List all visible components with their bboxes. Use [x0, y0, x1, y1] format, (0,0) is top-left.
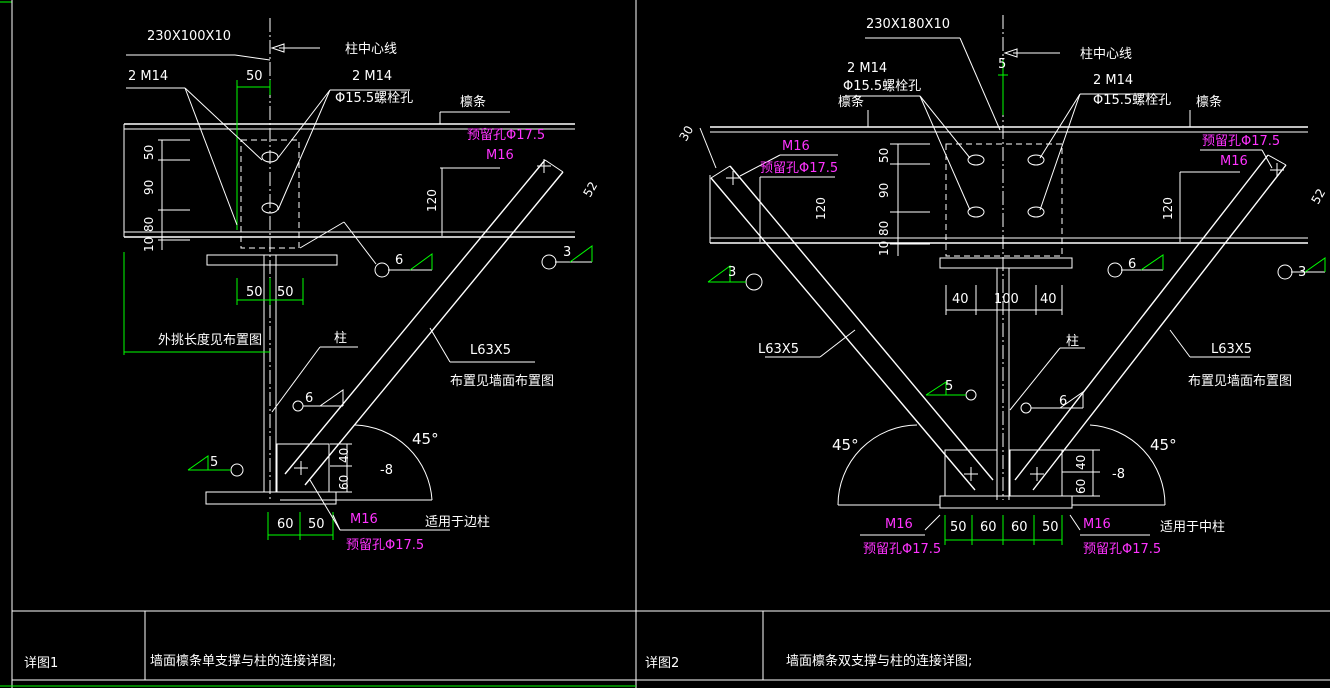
detail-2	[699, 15, 1326, 545]
d2-dim-v40: 40	[1074, 455, 1088, 470]
d2-purlin-right: 檩条	[1196, 94, 1222, 110]
d2-bolts-right: 2 M14	[1093, 73, 1133, 88]
d2-m16-right: M16	[1220, 154, 1248, 169]
d2-dim-v90: 90	[877, 183, 891, 198]
d1-dim-b50c: 50	[308, 517, 325, 532]
d1-dim-v50: 50	[142, 145, 156, 160]
d1-dim-b60: 60	[277, 517, 294, 532]
d2-dim-30: 30	[676, 123, 696, 143]
d1-weld-6b: 6	[305, 391, 313, 406]
d2-dim-5: 5	[998, 57, 1006, 72]
d1-plate-label: 230X100X10	[147, 29, 231, 44]
d2-dim-v60: 60	[1074, 479, 1088, 494]
d1-center-line-label: 柱中心线	[345, 42, 397, 57]
d2-dim-v10: 10	[877, 241, 891, 256]
d2-weld-6: 6	[1128, 257, 1136, 272]
d2-reserved-right: 预留孔Φ17.5	[1202, 134, 1280, 149]
d2-dim-v52: 52	[1308, 186, 1328, 206]
d2-plate-label: 230X180X10	[866, 17, 950, 32]
d2-angle-right: 45°	[1150, 436, 1177, 454]
d2-layout-note: 布置见墙面布置图	[1188, 374, 1292, 389]
d2-weld-3-right: 3	[1298, 265, 1306, 280]
d2-reserved-left: 预留孔Φ17.5	[760, 161, 838, 176]
d2-weld-3-left: 3	[728, 265, 736, 280]
d2-weld-5: 5	[945, 379, 953, 394]
d1-dim-v90: 90	[142, 180, 156, 195]
d2-m16-left: M16	[782, 139, 810, 154]
d1-bolts-left: 2 M14	[128, 69, 168, 84]
d2-dim-v50: 50	[877, 148, 891, 163]
d2-weld-6b: 6	[1059, 394, 1067, 409]
d2-angle-steel-left: L63X5	[758, 342, 799, 357]
d2-bolt-hole-left: Φ15.5螺栓孔	[843, 79, 921, 94]
d2-angle-left: 45°	[832, 436, 859, 454]
title-detail2-number: 详图2	[645, 656, 679, 671]
d2-reserved-bottom-right: 预留孔Φ17.5	[1083, 542, 1161, 557]
d1-m16-bottom: M16	[350, 512, 378, 527]
d1-reserved-bottom: 预留孔Φ17.5	[346, 538, 424, 553]
d1-m16: M16	[486, 148, 514, 163]
d2-column-label: 柱	[1066, 334, 1079, 349]
d1-weld-5: 5	[210, 455, 218, 470]
d1-dim-50-top: 50	[246, 69, 263, 84]
d2-bolt-hole-right: Φ15.5螺栓孔	[1093, 93, 1171, 108]
d1-reserved-hole: 预留孔Φ17.5	[467, 128, 545, 143]
d1-dim-v60: 60	[337, 475, 351, 490]
d2-dim-v120a: 120	[814, 197, 828, 220]
d2-mid-column-note: 适用于中柱	[1160, 520, 1225, 535]
d1-bolts-right: 2 M14	[352, 69, 392, 84]
d2-angle-steel-right: L63X5	[1211, 342, 1252, 357]
d1-weld-3: 3	[563, 245, 571, 260]
title-detail1-description: 墙面檩条单支撑与柱的连接详图;	[150, 653, 336, 669]
d1-purlin-label: 檩条	[460, 94, 486, 110]
d2-thickness: -8	[1112, 467, 1125, 482]
d2-purlin-left: 檩条	[838, 94, 864, 110]
d1-dim-v52: 52	[580, 179, 600, 199]
d2-dim-p100: 100	[994, 292, 1019, 307]
d2-dim-b50a: 50	[950, 520, 967, 535]
d2-dim-b60b: 60	[1011, 520, 1028, 535]
d1-angle: 45°	[412, 430, 439, 448]
d1-column-label: 柱	[334, 331, 347, 346]
d1-dim-v80: 80	[142, 217, 156, 232]
detail-1	[123, 18, 593, 540]
d1-thickness: -8	[380, 463, 393, 478]
d1-outrigger-note: 外挑长度见布置图	[158, 332, 262, 348]
title-detail2-description: 墙面檩条双支撑与柱的连接详图;	[786, 653, 972, 669]
d2-dim-p40b: 40	[1040, 292, 1057, 307]
d2-m16-bottom-left: M16	[885, 517, 913, 532]
d1-dim-b50a: 50	[246, 285, 263, 300]
d2-dim-v80: 80	[877, 221, 891, 236]
d1-dim-v40: 40	[337, 448, 351, 463]
d1-dim-v120: 120	[425, 189, 439, 212]
d2-reserved-bottom-left: 预留孔Φ17.5	[863, 542, 941, 557]
d2-dim-b50b: 50	[1042, 520, 1059, 535]
d2-dim-p40a: 40	[952, 292, 969, 307]
d1-bolt-hole: Φ15.5螺栓孔	[335, 91, 413, 106]
d2-dim-b60a: 60	[980, 520, 997, 535]
d2-center-line-label: 柱中心线	[1080, 47, 1132, 62]
d1-weld-6a: 6	[395, 253, 403, 268]
d1-dim-b50b: 50	[277, 285, 294, 300]
d2-bolts-left: 2 M14	[847, 61, 887, 76]
d1-edge-column-note: 适用于边柱	[425, 515, 490, 530]
title-detail1-number: 详图1	[24, 656, 58, 671]
d1-layout-note: 布置见墙面布置图	[450, 374, 554, 389]
d2-m16-bottom-right: M16	[1083, 517, 1111, 532]
d2-dim-v120b: 120	[1161, 197, 1175, 220]
d1-angle-steel: L63X5	[470, 343, 511, 358]
d1-dim-v10: 10	[142, 237, 156, 252]
